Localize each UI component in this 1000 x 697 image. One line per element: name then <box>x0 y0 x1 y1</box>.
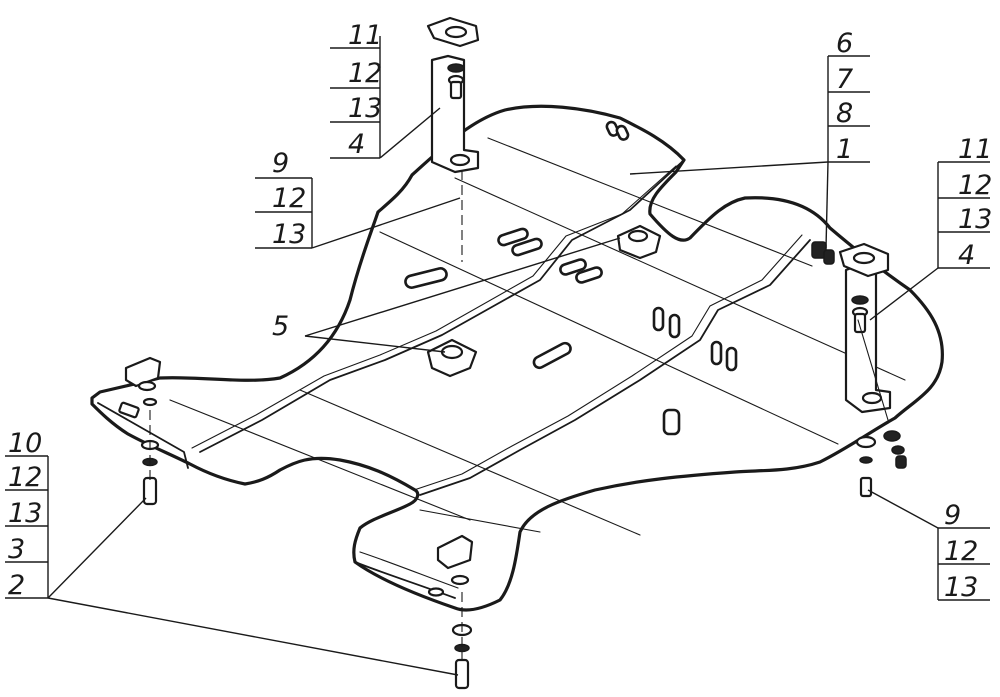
callout-13: 13 <box>944 572 978 603</box>
upper-right-bracket <box>811 241 892 421</box>
callout-9: 9 <box>272 148 289 179</box>
callout-12: 12 <box>958 170 992 201</box>
callout-12: 12 <box>348 58 382 89</box>
callout-4: 4 <box>348 129 365 160</box>
callout-9: 9 <box>944 500 961 531</box>
callout-8: 8 <box>836 98 853 129</box>
callout-left-mid: 9 12 13 <box>272 148 306 250</box>
callout-1: 1 <box>836 134 853 165</box>
skid-plate <box>90 104 944 612</box>
callout-5: 5 <box>272 311 289 342</box>
callout-11: 11 <box>348 20 382 51</box>
callout-11: 11 <box>958 134 992 165</box>
upper-left-bracket <box>426 16 480 262</box>
callout-12: 12 <box>944 536 978 567</box>
callout-2: 2 <box>8 570 25 601</box>
left-tab <box>118 356 162 506</box>
bend-lines <box>169 137 906 536</box>
callout-3: 3 <box>8 534 25 565</box>
callout-13: 13 <box>958 204 992 235</box>
callout-12: 12 <box>272 183 306 214</box>
callout-4: 4 <box>958 240 975 271</box>
callout-bottom-left: 10 12 13 3 2 <box>8 428 42 601</box>
callout-top-right: 6 7 8 1 <box>836 28 853 165</box>
callout-13: 13 <box>348 93 382 124</box>
callout-right: 11 12 13 4 <box>958 134 992 271</box>
callout-13: 13 <box>8 498 42 529</box>
callout-top-left: 11 12 13 4 <box>348 20 382 160</box>
callout-10: 10 <box>8 428 42 459</box>
center-studs <box>426 224 662 378</box>
callout-7: 7 <box>836 64 853 95</box>
callout-13: 13 <box>272 219 306 250</box>
leader-lines <box>5 36 990 676</box>
callout-bottom-right: 9 12 13 <box>944 500 978 603</box>
callout-12: 12 <box>8 462 42 493</box>
reinforcement-ribs <box>191 159 811 496</box>
callout-6: 6 <box>836 28 853 59</box>
slot-holes <box>404 120 738 436</box>
front-tab <box>427 534 474 690</box>
right-fasteners <box>855 430 907 498</box>
